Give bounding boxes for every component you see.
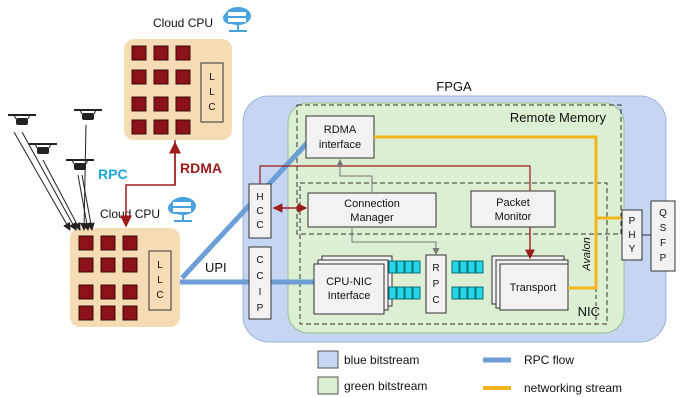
ccip-l3: I bbox=[259, 287, 262, 298]
llc-top-l2: L bbox=[209, 87, 215, 98]
transport-l1: Transport bbox=[510, 282, 557, 294]
qsfp-l4: P bbox=[660, 253, 667, 264]
drone-arrows bbox=[13, 124, 95, 231]
hcc-l3: C bbox=[256, 220, 263, 231]
llc-top-box bbox=[200, 62, 224, 123]
nic-box bbox=[299, 182, 608, 325]
qsfp-box bbox=[650, 200, 676, 272]
phy-l2: H bbox=[628, 230, 635, 241]
hcc-l2: C bbox=[256, 206, 263, 217]
qsfp-l1: Q bbox=[659, 208, 667, 219]
drone-icon bbox=[29, 143, 57, 154]
packet-monitor-l1: Packet bbox=[496, 197, 530, 209]
cloud-cpu-top-label: Cloud CPU bbox=[153, 16, 213, 30]
llc-bottom-l1: L bbox=[157, 260, 163, 271]
drone-icon bbox=[74, 109, 102, 120]
avalon-label: Avalon bbox=[581, 237, 593, 271]
llc-top-l1: L bbox=[209, 72, 215, 83]
rdma-interface-l2: interface bbox=[319, 139, 361, 151]
llc-top-l3: C bbox=[208, 102, 215, 113]
legend-rpc-label: RPC flow bbox=[524, 353, 574, 367]
cloud-server-icon bbox=[223, 7, 251, 32]
rpc-box-l3: C bbox=[432, 295, 439, 306]
llc-bottom-l3: C bbox=[156, 290, 163, 301]
remote-memory-label: Remote Memory bbox=[510, 110, 607, 125]
rdma-interface-l1: RDMA bbox=[324, 124, 357, 136]
legend-blue-swatch bbox=[317, 350, 339, 369]
llc-bottom-l2: L bbox=[157, 275, 163, 286]
remote-memory-box bbox=[296, 104, 622, 235]
ccip-l2: C bbox=[256, 271, 263, 282]
phy-l3: Y bbox=[629, 244, 636, 255]
rdma-label: RDMA bbox=[180, 160, 222, 176]
fpga-label: FPGA bbox=[436, 79, 472, 94]
ccip-l1: C bbox=[256, 255, 263, 266]
phy-l1: P bbox=[629, 216, 636, 227]
rpc-flow-diagonal bbox=[180, 140, 310, 280]
cpu-nic-interface-l2: Interface bbox=[328, 290, 371, 302]
qsfp-l3: F bbox=[660, 238, 666, 249]
ccip-box bbox=[248, 246, 272, 320]
queue-left bbox=[388, 260, 421, 300]
connection-manager-l1: Connection bbox=[344, 198, 400, 210]
rpc-box bbox=[425, 254, 447, 314]
networking-stream-top bbox=[374, 135, 622, 220]
rpc-box-l1: R bbox=[432, 263, 439, 274]
drone-icon bbox=[8, 114, 36, 125]
hcc-l1: H bbox=[256, 192, 263, 203]
rpc-box-l2: P bbox=[433, 279, 440, 290]
drone-icon bbox=[66, 159, 94, 170]
packet-monitor-l2: Monitor bbox=[495, 211, 532, 223]
networking-stream-bottom bbox=[568, 218, 598, 290]
legend-green-swatch bbox=[317, 376, 339, 395]
llc-bottom-box bbox=[148, 250, 172, 311]
legend-networking-label: networking stream bbox=[524, 381, 622, 395]
rpc-label: RPC bbox=[98, 166, 128, 182]
upi-label: UPI bbox=[205, 260, 227, 275]
connection-manager-box bbox=[307, 192, 437, 228]
cpu-nic-interface-box bbox=[313, 263, 385, 315]
legend-green-label: green bitstream bbox=[344, 379, 427, 393]
qsfp-l2: S bbox=[660, 223, 667, 234]
cloud-server-icon bbox=[168, 197, 196, 222]
cores-top bbox=[131, 45, 191, 135]
legend-blue-label: blue bitstream bbox=[344, 353, 419, 367]
cores-bottom bbox=[78, 235, 138, 321]
packet-monitor-box bbox=[470, 190, 556, 228]
nic-label: NIC bbox=[578, 304, 600, 319]
cloud-cpu-bottom-label: Cloud CPU bbox=[100, 207, 160, 221]
connection-manager-l2: Manager bbox=[350, 212, 394, 224]
ccip-l4: P bbox=[257, 303, 264, 314]
cpu-nic-interface-l1: CPU-NIC bbox=[326, 276, 372, 288]
queue-right bbox=[451, 260, 484, 300]
rdma-interface-box bbox=[305, 115, 375, 159]
